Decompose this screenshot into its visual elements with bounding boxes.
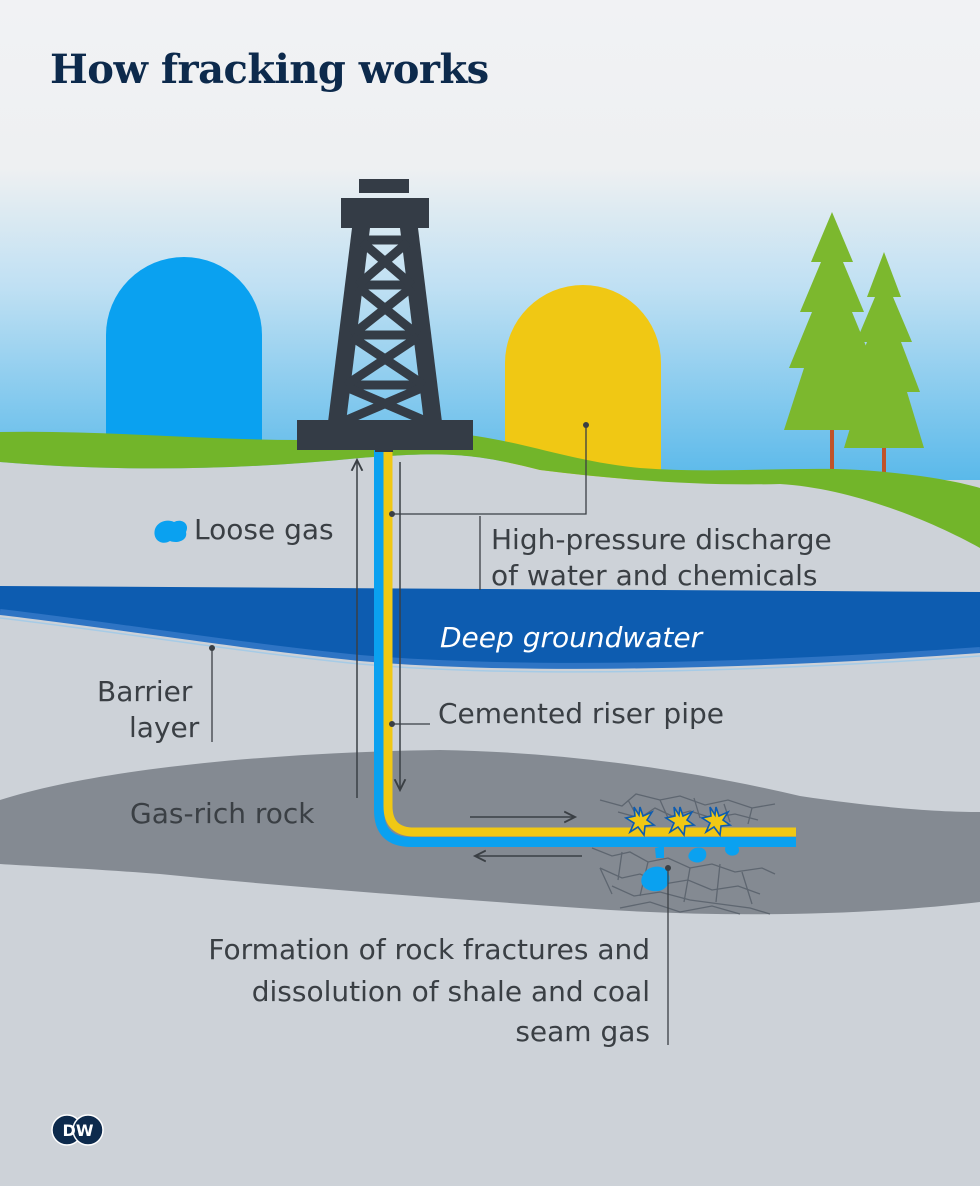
groundwater-layer: [0, 586, 980, 666]
infographic-title: How fracking works: [50, 46, 489, 93]
gas-blob-icon: [655, 846, 664, 858]
explosion-icon: [663, 806, 697, 838]
gas-rich-rock-label: Gas-rich rock: [130, 797, 315, 830]
deep-groundwater-label: Deep groundwater: [440, 621, 703, 654]
dw-logo-text: DW: [63, 1121, 94, 1140]
formation-label-line1: Formation of rock fractures and: [208, 933, 650, 966]
high-pressure-label-line2: of water and chemicals: [491, 559, 818, 592]
barrier-label-line2: layer: [129, 711, 200, 744]
chemical-tank-icon: [505, 285, 661, 480]
explosion-icon: [623, 806, 657, 838]
cemented-pipe-label: Cemented riser pipe: [438, 697, 724, 730]
explosion-icon: [699, 806, 733, 838]
barrier-label-line1: Barrier: [97, 675, 193, 708]
high-pressure-label-line1: High-pressure discharge: [491, 523, 832, 556]
well-pipe-yellow: [383, 448, 796, 837]
dw-logo-icon: DW: [51, 1114, 104, 1146]
gas-blob-icon: [688, 847, 707, 863]
water-tank-icon: [106, 257, 262, 450]
gas-blob-icon: [641, 866, 670, 892]
leader-lines: [211, 425, 669, 1045]
well-pipe-blue: [374, 448, 796, 847]
formation-label-line2: dissolution of shale and coal: [251, 975, 650, 1008]
tree-icon: [844, 252, 924, 475]
gas-blob-icon: [154, 520, 188, 543]
loose-gas-label: Loose gas: [194, 513, 334, 546]
formation-label-line3: seam gas: [515, 1015, 650, 1048]
derrick-icon: [297, 179, 473, 450]
grass-layer: [0, 431, 980, 548]
